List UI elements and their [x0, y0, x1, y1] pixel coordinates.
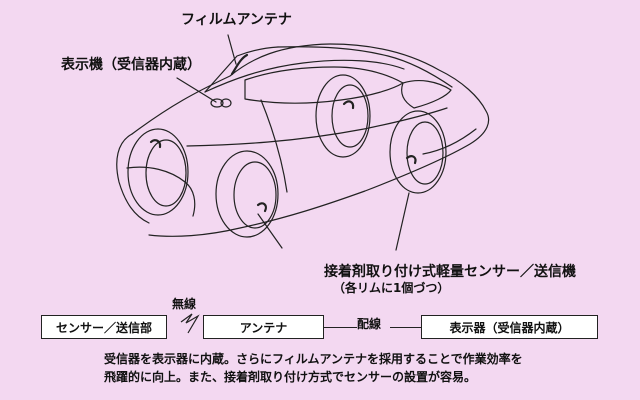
display-receiver-label: 表示機（受信器内蔵） [61, 57, 201, 73]
sensor-transmitter-label: 接着剤取り付け式軽量センサー／送信機 [324, 264, 576, 280]
front-right-wheel-inner [233, 161, 277, 229]
display-device-right [220, 98, 232, 108]
sensor-leader [257, 213, 283, 249]
connector-line-right [390, 327, 421, 328]
display-box: 表示器（受信器内蔵） [421, 315, 598, 339]
wireless-label: 無線 [172, 297, 197, 311]
front-left-wheel [127, 128, 189, 216]
rear-right-wheel [389, 110, 447, 194]
car-rear-window [401, 80, 452, 109]
car-lower-door-line [186, 107, 448, 147]
description: 受信器を表示器に内蔵。さらにフィルムアンテナを採用することで作業効率を 飛躍的に… [104, 350, 624, 386]
display-leader [176, 77, 217, 103]
film-antenna-label: フィルムアンテナ [181, 12, 292, 28]
sensor-mark-rear-left [342, 100, 355, 110]
sensor-mark-front-right [256, 202, 267, 213]
sensor-note-label: （各リムに1個づつ） [333, 281, 450, 295]
rear-left-wheel-inner [331, 84, 369, 148]
front-left-wheel-inner [145, 139, 187, 207]
sensor-leader-right [395, 192, 410, 251]
connector-line-left [324, 327, 357, 328]
car-side-window [244, 66, 404, 104]
wireless-symbol [180, 313, 200, 334]
sensor-transmitter-box: センサー／送信部 [41, 315, 167, 339]
sensor-mark-front-left [149, 139, 162, 149]
rear-right-wheel-inner [406, 121, 444, 185]
description-line-1: 受信器を表示器に内蔵。さらにフィルムアンテナを採用することで作業効率を [104, 352, 523, 366]
car-door-line [260, 99, 288, 193]
car-roof-outline [131, 43, 490, 237]
car-windshield-right [277, 46, 453, 88]
wiring-label: 配線 [357, 317, 382, 331]
description-line-2: 飛躍的に向上。また、接着剤取り付け方式でセンサーの設置が容易。 [104, 370, 477, 384]
front-right-wheel [215, 150, 279, 238]
car-front-roofline [204, 59, 405, 93]
film-antenna-line [230, 53, 249, 76]
car-rear-bumper [422, 128, 477, 155]
car-windshield-left [204, 46, 279, 93]
car-body-outline [116, 133, 150, 224]
antenna-box: アンテナ [203, 315, 324, 339]
film-antenna-leader [227, 34, 237, 65]
rear-left-wheel [315, 74, 371, 158]
sensor-mark-rear-right [405, 155, 417, 165]
display-device [210, 98, 224, 108]
